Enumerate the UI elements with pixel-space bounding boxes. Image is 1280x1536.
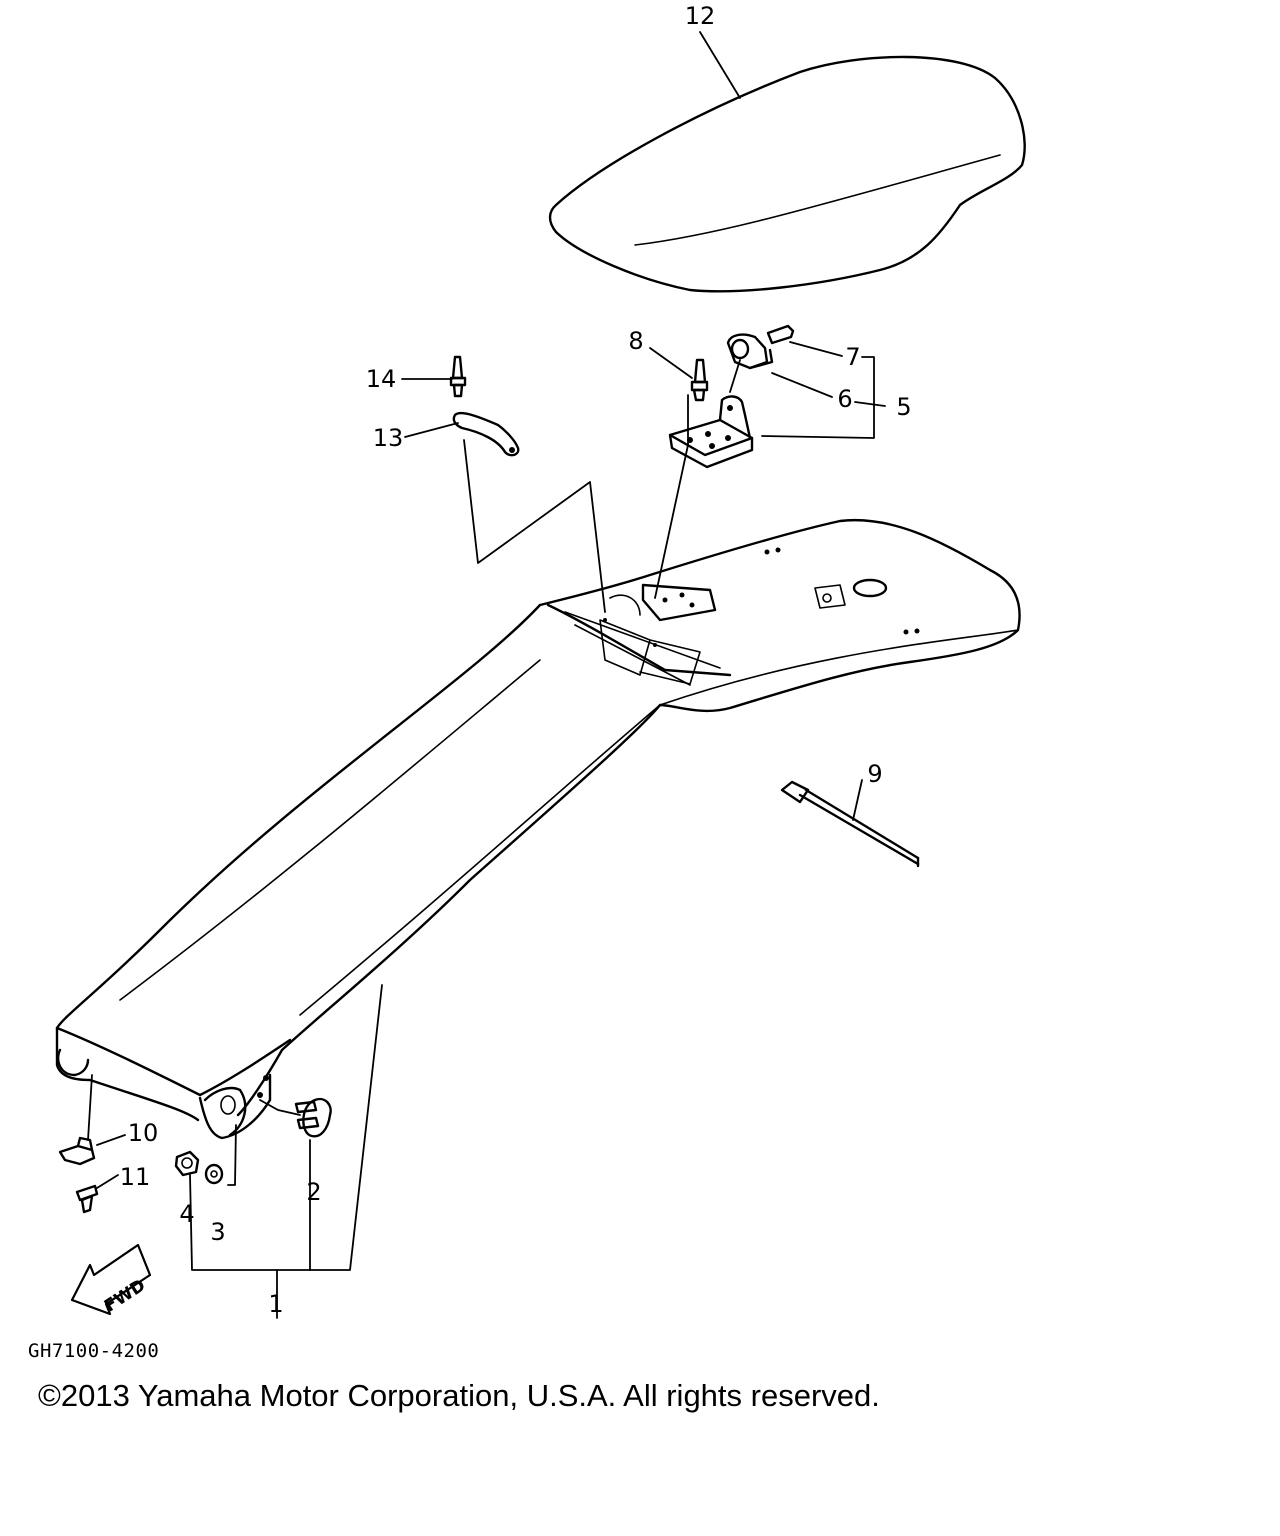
callout-12: 12 <box>685 2 716 30</box>
callout-2: 2 <box>306 1178 321 1206</box>
callout-4: 4 <box>179 1200 194 1228</box>
callout-14: 14 <box>366 365 397 393</box>
callout-3: 3 <box>210 1218 225 1246</box>
washer-part-3 <box>204 1163 224 1185</box>
callout-11: 11 <box>120 1163 151 1191</box>
pin-part-7 <box>766 324 795 345</box>
drawing-number: GH7100-4200 <box>28 1340 160 1362</box>
callout-10: 10 <box>128 1119 159 1147</box>
callout-6: 6 <box>837 385 852 413</box>
bolt-part-2 <box>294 1097 332 1138</box>
fwd-arrow-icon: FWD <box>70 1243 152 1317</box>
callout-1: 1 <box>268 1290 283 1318</box>
callout-13: 13 <box>373 424 404 452</box>
hinge-clip-part-6 <box>726 333 774 370</box>
lever-part-13 <box>452 411 520 457</box>
rivet-part-14 <box>449 355 467 398</box>
leader-lines <box>87 31 886 1319</box>
callout-labels: 1 2 3 4 5 6 7 8 9 10 11 12 13 14 <box>120 2 912 1318</box>
callout-9: 9 <box>867 760 882 788</box>
callout-7: 7 <box>845 343 860 371</box>
nut-part-4 <box>174 1150 200 1177</box>
clip-part-10 <box>58 1136 96 1166</box>
callout-8: 8 <box>628 327 643 355</box>
handle-pole <box>55 518 1021 1140</box>
callout-5: 5 <box>896 393 911 421</box>
seat-cushion <box>548 55 1026 293</box>
screw-part-11 <box>75 1184 99 1214</box>
copyright-notice: ©2013 Yamaha Motor Corporation, U.S.A. A… <box>38 1378 880 1413</box>
fwd-label: FWD <box>101 1276 149 1317</box>
rivet-part-8 <box>690 358 709 402</box>
cable-tie-part-9 <box>780 780 920 868</box>
hinge-part-5 <box>668 395 754 469</box>
